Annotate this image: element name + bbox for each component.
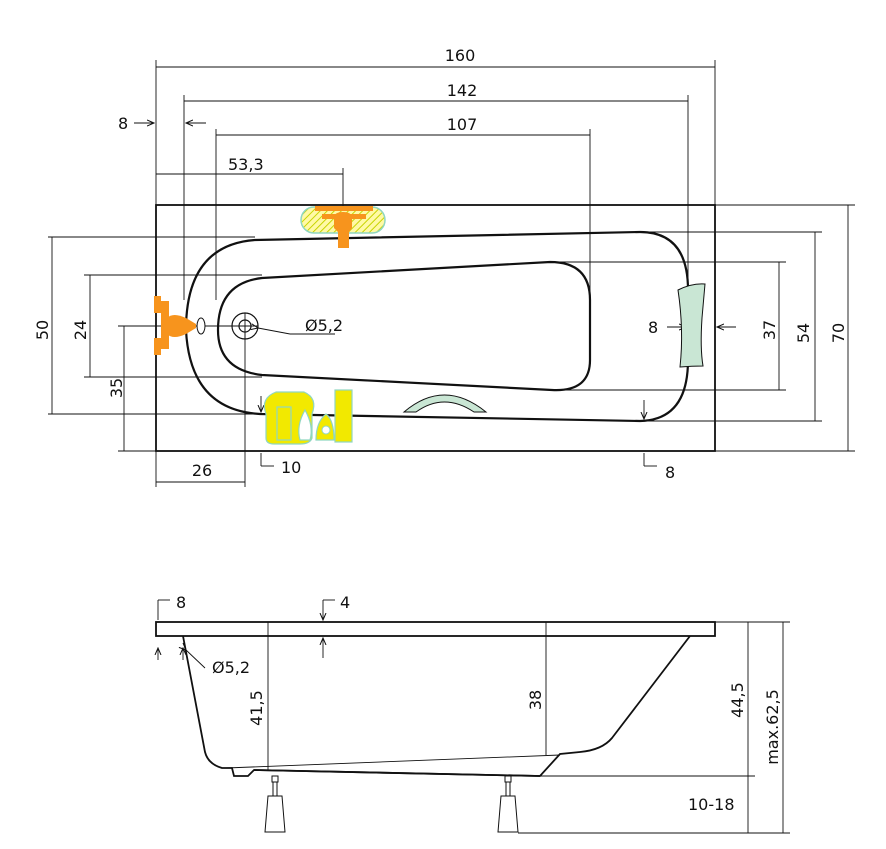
dim-label-26: 26 [192,461,212,480]
dim-label-rim-bottom-right: 8 [665,463,675,482]
tub-inner-edge [184,230,690,423]
side-tap-icon [154,296,206,355]
dim-label-rim-left: 8 [118,114,128,133]
top-view: 160 142 107 8 53,3 70 54 37 50 [33,46,855,487]
side-body [182,635,691,777]
top-tap-icon [300,206,386,248]
side-dim-label-rim-left: 8 [176,593,186,612]
dim-label-24: 24 [71,320,90,340]
side-view: 8 4 Ø5,2 41,5 38 44,5 max.62,5 10-18 [155,593,790,834]
dim-label-37: 37 [760,320,779,340]
leg-right-icon [497,775,519,833]
side-rim [155,621,716,637]
side-dim-label-rim-thickness: 4 [340,593,350,612]
side-dim-label-overflow: Ø5,2 [212,658,250,677]
tub-bottom-edge [216,260,592,392]
side-dim-label-41-5: 41,5 [247,690,266,726]
dim-label-54: 54 [794,323,813,343]
dim-label-160: 160 [445,46,476,65]
side-dim-label-max: max.62,5 [763,689,782,765]
dim-label-107: 107 [447,115,478,134]
drain-icon [231,312,259,340]
dim-label-rim-bottom-left: 10 [281,458,301,477]
dim-label-70: 70 [829,323,848,343]
dim-label-rim-right: 8 [648,318,658,337]
dim-label-35: 35 [107,378,126,398]
dim-label-50: 50 [33,320,52,340]
soap-dish-icon [402,394,488,413]
side-dim-label-38: 38 [526,690,545,710]
dim-label-drain: Ø5,2 [305,316,343,335]
leg-left-icon [264,775,286,833]
dim-label-53-3: 53,3 [228,155,264,174]
dim-label-142: 142 [447,81,478,100]
headrest-icon [677,283,706,368]
side-dim-label-legs: 10-18 [688,795,735,814]
side-dim-label-44-5: 44,5 [728,682,747,718]
bath-accessories-icon [263,389,353,445]
tub-rim-outline [155,204,716,452]
